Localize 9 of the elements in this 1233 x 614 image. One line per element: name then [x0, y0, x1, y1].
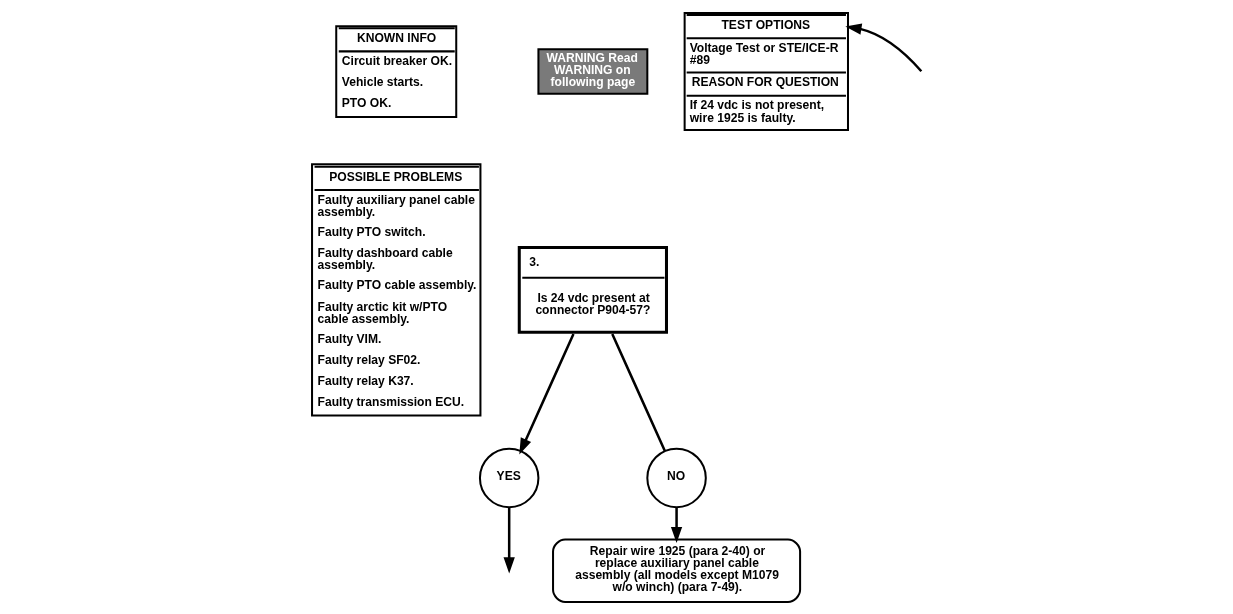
node-circle: YES — [478, 447, 540, 509]
arrow — [845, 23, 923, 73]
node-box: WARNING Read WARNING on following page — [537, 48, 649, 95]
connector — [611, 333, 666, 452]
node-circle: NO — [646, 447, 707, 509]
arrow — [503, 507, 515, 574]
node-box: Repair wire 1925 (para 2-40) or replace auxiliary panel cable assembly (all models except M1079 w/o winch) (para 7-49). — [552, 538, 802, 603]
arrow — [670, 507, 683, 544]
arrow — [519, 333, 575, 455]
